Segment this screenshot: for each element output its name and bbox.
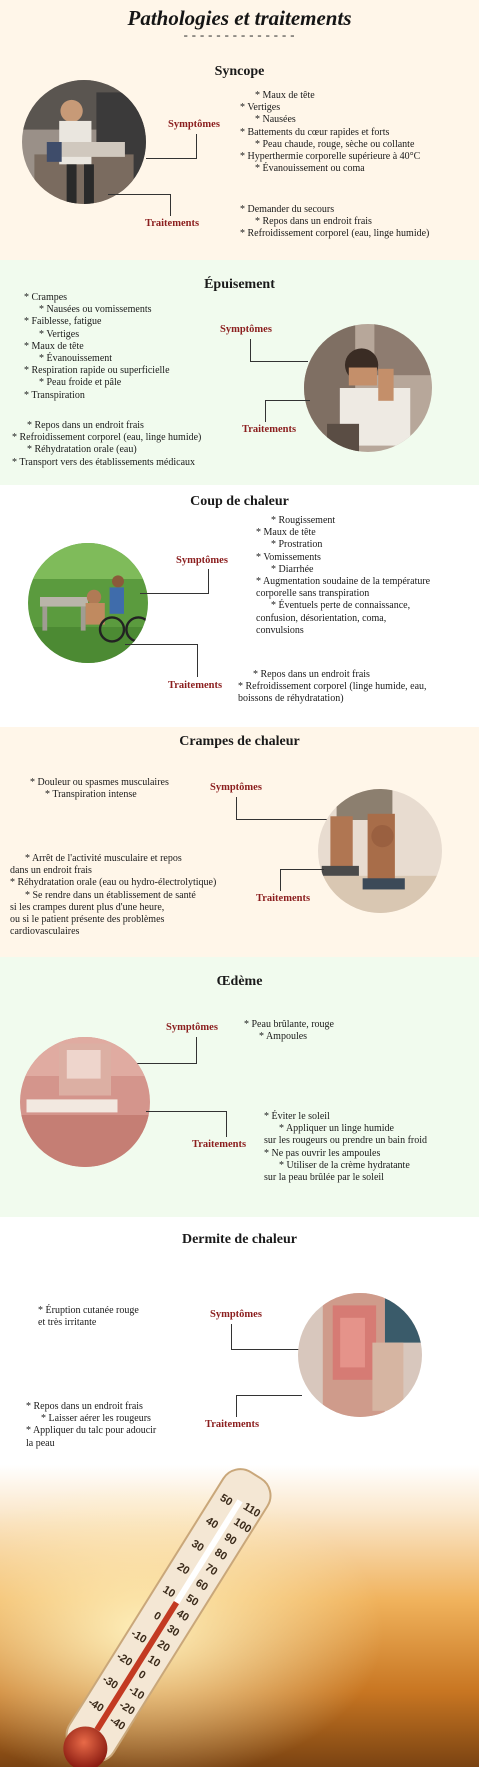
fahrenheit-tick-label: 10 — [146, 1653, 163, 1670]
symptoms-text: * Douleur ou spasmes musculaires * Trans… — [30, 777, 169, 801]
title-underline: -------------- — [182, 29, 297, 43]
treatments-label: Traitements — [192, 1139, 247, 1150]
section-title: Crampes de chaleur — [179, 734, 300, 749]
section-epuisement: Épuisement * Crampes * Nausées ou vomiss… — [0, 260, 479, 485]
fahrenheit-tick-label: 20 — [155, 1638, 172, 1655]
treatments-label: Traitements — [256, 893, 311, 904]
symptoms-label: Symptômes — [210, 1309, 262, 1320]
treatments-text: * Repos dans un endroit frais * Refroidi… — [12, 420, 202, 468]
symptoms-text: * Crampes * Nausées ou vomissements * Fa… — [24, 292, 170, 401]
exhausted-man-photo — [304, 324, 432, 452]
fahrenheit-tick-label: 70 — [203, 1562, 220, 1579]
section-coup-de-chaleur: Coup de chaleur * Rougissement * Maux de… — [0, 485, 479, 727]
symptoms-label: Symptômes — [176, 555, 228, 566]
fahrenheit-tick-label: 60 — [193, 1577, 210, 1594]
symptoms-label: Symptômes — [168, 119, 220, 130]
runner-calf-cramp-photo — [318, 789, 442, 913]
treatments-label: Traitements — [168, 680, 223, 691]
section-crampes: Crampes de chaleur * Douleur ou spasmes … — [0, 727, 479, 957]
symptoms-label: Symptômes — [210, 782, 262, 793]
section-dermite: Dermite de chaleur * Éruption cutanée ro… — [0, 1217, 479, 1465]
page-header: Pathologies et traitements -------------… — [0, 0, 479, 48]
heat-rash-arm-photo — [298, 1293, 422, 1417]
fahrenheit-tick-label: 0 — [136, 1669, 148, 1682]
fahrenheit-tick-label: 30 — [165, 1623, 182, 1640]
treatments-text: * Repos dans un endroit frais * Laisser … — [26, 1401, 157, 1449]
fahrenheit-tick-label: 40 — [174, 1607, 191, 1624]
symptoms-text: * Éruption cutanée rouge et très irritan… — [38, 1305, 139, 1329]
celsius-tick-label: 30 — [189, 1538, 206, 1555]
treatments-text: * Demander du secours * Repos dans un en… — [240, 204, 430, 240]
celsius-tick-label: 50 — [218, 1492, 235, 1509]
treatments-text: * Repos dans un endroit frais * Refroidi… — [238, 669, 427, 705]
skin-blister-photo — [20, 1037, 150, 1167]
page-title: Pathologies et traitements — [127, 6, 352, 30]
symptoms-label: Symptômes — [166, 1022, 218, 1033]
treatments-label: Traitements — [205, 1419, 260, 1430]
section-title: Dermite de chaleur — [181, 1232, 298, 1247]
section-title: Épuisement — [204, 277, 275, 292]
fahrenheit-tick-label: 80 — [212, 1546, 229, 1563]
symptoms-text: * Rougissement * Maux de tête * Prostrat… — [256, 515, 431, 636]
treatments-label: Traitements — [242, 424, 297, 435]
symptoms-text: * Peau brûlante, rouge * Ampoules — [244, 1019, 334, 1043]
celsius-tick-label: 10 — [160, 1584, 177, 1601]
symptoms-label: Symptômes — [220, 324, 272, 335]
treatments-text: * Arrêt de l'activité musculaire et repo… — [10, 853, 217, 938]
treatments-label: Traitements — [145, 218, 200, 229]
section-title: Œdème — [216, 974, 263, 989]
man-carrying-person-photo — [22, 80, 146, 204]
celsius-tick-label: 0 — [151, 1610, 163, 1623]
section-title: Syncope — [214, 64, 265, 79]
section-title: Coup de chaleur — [190, 494, 289, 509]
celsius-tick-label: 20 — [175, 1561, 192, 1578]
treatments-text: * Éviter le soleil * Appliquer un linge … — [264, 1111, 428, 1184]
symptoms-text: * Maux de tête * Vertiges * Nausées * Ba… — [240, 90, 421, 175]
fahrenheit-tick-label: 50 — [184, 1592, 201, 1609]
fahrenheit-tick-label: 90 — [222, 1531, 239, 1548]
section-syncope: Syncope Symptômes Traitements * Maux de … — [0, 48, 479, 260]
cyclist-park-bench-photo — [28, 543, 148, 663]
celsius-tick-label: 40 — [203, 1515, 220, 1532]
section-oedeme: Œdème Symptômes * Peau brûlante, rouge *… — [0, 957, 479, 1217]
